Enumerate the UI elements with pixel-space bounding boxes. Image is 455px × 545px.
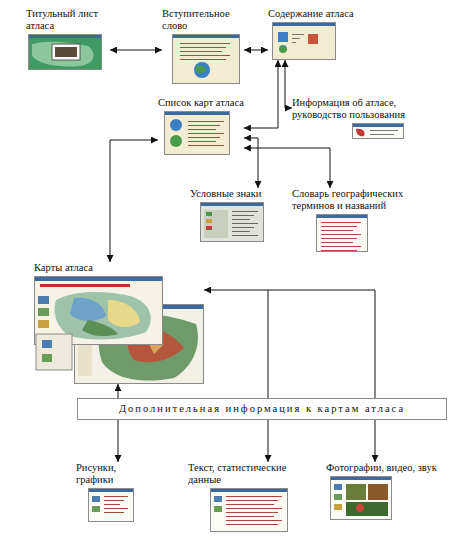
connector-arrow <box>118 420 119 462</box>
screen-thumbnail <box>330 476 392 520</box>
connector-arrow <box>268 420 269 462</box>
connector-arrow <box>244 60 278 128</box>
connector-arrow <box>110 50 162 51</box>
screen-thumbnail <box>200 202 264 242</box>
node-title: Текст, статистические данные <box>188 462 300 486</box>
node-title: Словарь географических терминов и назван… <box>292 188 432 212</box>
node-title: Список карт атласа <box>158 97 244 109</box>
screen-node: Текст, статистические данные <box>188 462 300 532</box>
node-title: Условные знаки <box>190 188 264 200</box>
connector-arrow <box>118 384 119 398</box>
connector-branch <box>268 290 269 398</box>
connector-arrow <box>375 420 376 462</box>
screen-node: Вступительное слово <box>162 8 244 84</box>
screen-thumbnail <box>210 488 288 532</box>
screen-thumbnail <box>316 214 368 252</box>
screen-node: Информация об атласе, руководство пользо… <box>292 97 442 139</box>
node-title: Дополнительная информация к картам атлас… <box>84 403 440 415</box>
node-title: Карты атласа <box>34 262 204 274</box>
connector-arrow <box>244 50 268 51</box>
screen-thumbnail <box>172 34 240 84</box>
node-title: Информация об атласе, руководство пользо… <box>292 97 442 121</box>
connector-arrow <box>244 148 330 188</box>
screen-thumbnail <box>164 111 230 155</box>
screen-thumbnail <box>88 488 134 522</box>
connector-arrow <box>244 138 258 188</box>
screen-node: Титульный лист атласа <box>26 8 110 70</box>
screen-thumbnail <box>352 123 404 139</box>
screen-thumbnail <box>28 34 102 70</box>
screen-thumbnail <box>272 22 336 60</box>
screen-node: Фотографии, видео, звук <box>326 462 437 520</box>
screen-node: Словарь географических терминов и назван… <box>292 188 432 252</box>
node-title: Рисунки, графики <box>76 462 138 486</box>
screen-node: Условные знаки <box>190 188 264 242</box>
node-title: Содержание атласа <box>268 8 354 20</box>
node-title: Титульный лист атласа <box>26 8 110 32</box>
node-title: Вступительное слово <box>162 8 244 32</box>
connector-arrow <box>285 60 292 108</box>
info-band: Дополнительная информация к картам атлас… <box>77 398 447 420</box>
connector-arrow <box>110 140 158 262</box>
connector-arrow <box>204 290 375 398</box>
screen-node: Список карт атласа <box>158 97 244 155</box>
node-title: Фотографии, видео, звук <box>326 462 437 474</box>
screen-node: Рисунки, графики <box>76 462 138 522</box>
screen-thumbnail <box>34 276 204 384</box>
screen-node: Карты атласа <box>34 262 204 384</box>
screen-node: Содержание атласа <box>268 8 354 60</box>
